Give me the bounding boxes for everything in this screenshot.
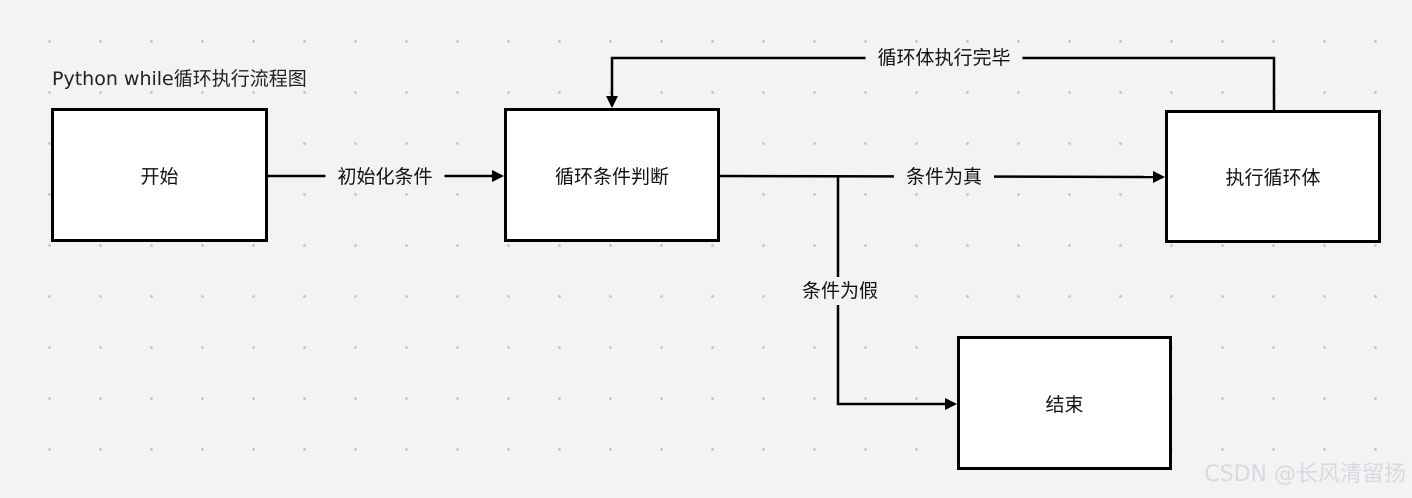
node-end-label: 结束 [1045, 393, 1084, 416]
node-loop-body: 执行循环体 [1165, 110, 1381, 243]
node-condition: 循环条件判断 [504, 108, 720, 242]
node-start: 开始 [51, 108, 268, 242]
watermark: CSDN @长风清留扬 [1204, 462, 1406, 487]
node-condition-label: 循环条件判断 [554, 165, 669, 188]
edge-label-true: 条件为真 [893, 163, 995, 191]
edge-condition-to-end [836, 176, 957, 410]
node-end: 结束 [957, 336, 1172, 470]
node-start-label: 开始 [140, 165, 179, 188]
node-loop-body-label: 执行循环体 [1225, 167, 1321, 189]
edge-label-init: 初始化条件 [325, 163, 445, 191]
edge-label-false: 条件为假 [789, 277, 891, 305]
diagram-title: Python while循环执行流程图 [52, 68, 307, 90]
edge-label-loop-back: 循环体执行完毕 [865, 44, 1023, 72]
